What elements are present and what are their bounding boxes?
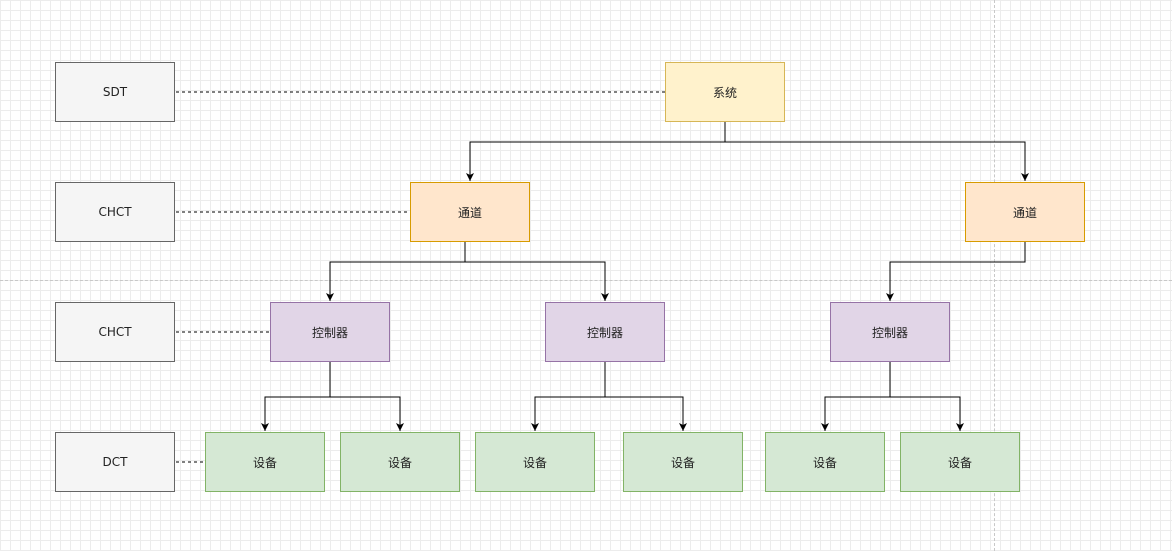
device-node-6[interactable]: 设备 bbox=[900, 432, 1020, 492]
page-break-horizontal bbox=[0, 280, 1172, 281]
device-node-2[interactable]: 设备 bbox=[340, 432, 460, 492]
edge-channel1-controller-2 bbox=[464, 242, 609, 301]
controller-node-2[interactable]: 控制器 bbox=[545, 302, 665, 362]
edge-channel2-controller-3 bbox=[886, 242, 1026, 301]
edge-controller3-device-5 bbox=[821, 362, 891, 431]
level-label-chct-2[interactable]: CHCT bbox=[55, 302, 175, 362]
edge-controller3-device-6 bbox=[889, 362, 964, 431]
edge-controller1-device-1 bbox=[261, 362, 331, 431]
channel-node-2[interactable]: 通道 bbox=[965, 182, 1085, 242]
edge-system-channel-2 bbox=[724, 122, 1029, 181]
controller-node-3[interactable]: 控制器 bbox=[830, 302, 950, 362]
system-node[interactable]: 系统 bbox=[665, 62, 785, 122]
edge-controller2-device-3 bbox=[531, 362, 606, 431]
device-node-4[interactable]: 设备 bbox=[623, 432, 743, 492]
edge-controller1-device-2 bbox=[329, 362, 404, 431]
controller-node-1[interactable]: 控制器 bbox=[270, 302, 390, 362]
page-break-vertical bbox=[994, 0, 995, 551]
edge-system-channel-1 bbox=[466, 122, 726, 181]
device-node-3[interactable]: 设备 bbox=[475, 432, 595, 492]
level-label-chct-1[interactable]: CHCT bbox=[55, 182, 175, 242]
edge-channel1-controller-1 bbox=[326, 242, 466, 301]
level-label-sdt[interactable]: SDT bbox=[55, 62, 175, 122]
edge-controller2-device-4 bbox=[604, 362, 687, 431]
channel-node-1[interactable]: 通道 bbox=[410, 182, 530, 242]
device-node-1[interactable]: 设备 bbox=[205, 432, 325, 492]
level-label-dct[interactable]: DCT bbox=[55, 432, 175, 492]
device-node-5[interactable]: 设备 bbox=[765, 432, 885, 492]
